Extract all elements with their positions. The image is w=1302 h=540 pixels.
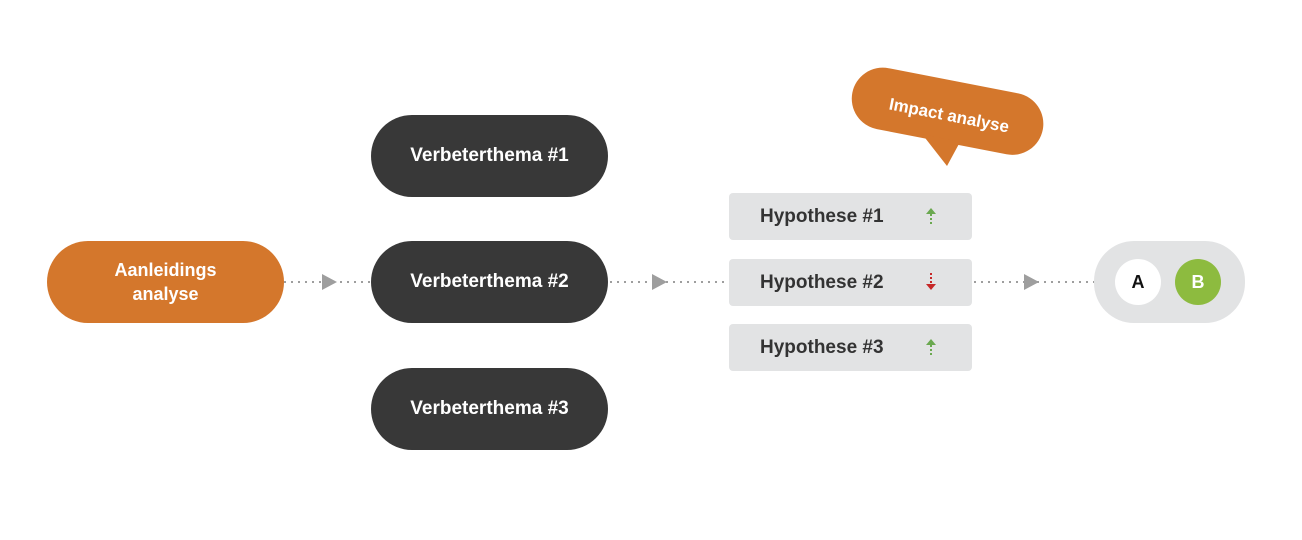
impact-analyse-badge: Impact analyse (848, 66, 1048, 176)
hypothesis-label: Hypothese #2 (760, 271, 884, 293)
option-b-label: B (1191, 271, 1205, 292)
option-b-circle: B (1175, 259, 1221, 305)
theme-node-label: Verbeterthema #1 (410, 145, 569, 166)
connector-start-to-theme (284, 274, 370, 290)
arrow-down-icon (926, 273, 936, 290)
hypothesis-card-3: Hypothese #3 (729, 324, 972, 371)
arrowhead-icon (1024, 274, 1039, 290)
start-node-label: Aanleidings analyse (114, 260, 217, 304)
hypothesis-label: Hypothese #1 (760, 205, 884, 227)
theme-node-label: Verbeterthema #2 (410, 271, 569, 292)
option-a-circle: A (1115, 259, 1161, 305)
start-node-aanleidings-analyse: Aanleidings analyse (47, 241, 284, 323)
hypothesis-label: Hypothese #3 (760, 336, 884, 358)
option-a-label: A (1131, 271, 1145, 292)
connector-hypotheses-to-abtest (974, 274, 1094, 290)
badge-pointer-icon (922, 134, 960, 166)
arrowhead-icon (322, 274, 337, 290)
theme-node-3: Verbeterthema #3 (371, 368, 608, 450)
ab-test-node: A B (1094, 241, 1245, 323)
arrow-up-icon (926, 208, 936, 225)
arrowhead-icon (652, 274, 667, 290)
arrow-up-icon (926, 339, 936, 356)
theme-node-2: Verbeterthema #2 (371, 241, 608, 323)
theme-node-label: Verbeterthema #3 (410, 398, 569, 419)
hypothesis-card-1: Hypothese #1 (729, 193, 972, 240)
theme-node-1: Verbeterthema #1 (371, 115, 608, 197)
badge-shape (851, 67, 1044, 166)
connector-theme-to-hypotheses (610, 274, 728, 290)
hypothesis-card-2: Hypothese #2 (729, 259, 972, 306)
